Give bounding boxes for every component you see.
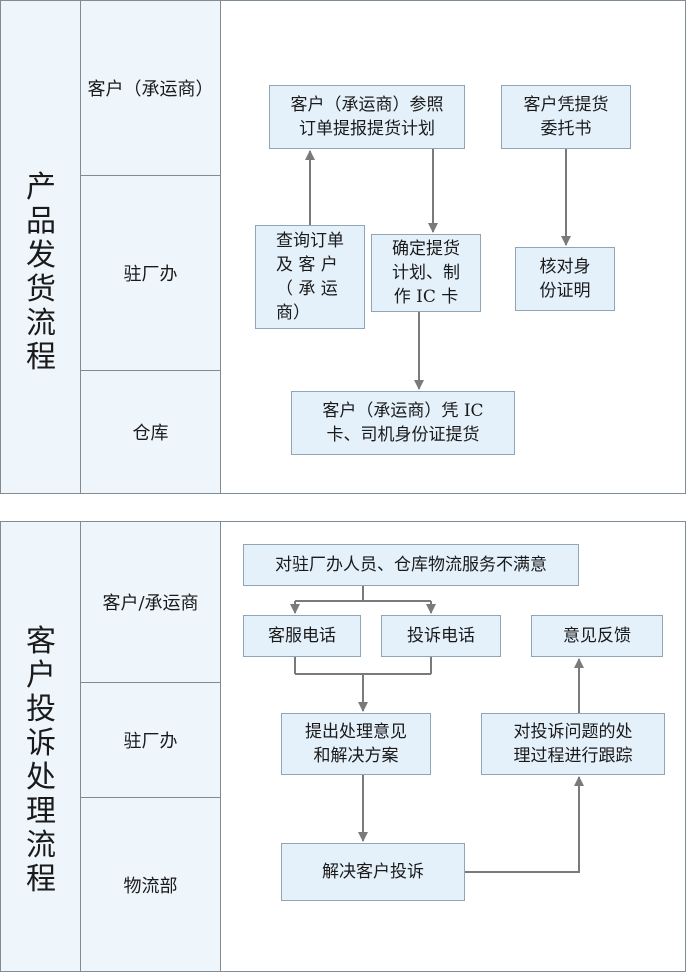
lane-label-column: 客户/承运商 驻厂办 物流部 (81, 522, 221, 971)
panel-title-char: 理 (26, 794, 56, 829)
panel-title-char: 流 (26, 828, 56, 863)
verify-identity-box: 核对身 份证明 (515, 247, 615, 311)
panel-title-char: 货 (26, 272, 56, 307)
panel-title-char: 客 (26, 624, 56, 659)
query-order-box: 查询订单 及 客 户 （ 承 运 商） (255, 225, 365, 329)
panel-title-column: 产品发货流程 (1, 1, 81, 493)
panel-title: 产品发货流程 (1, 171, 81, 375)
panel-title-char: 品 (26, 204, 56, 239)
panel-title-char: 流 (26, 306, 56, 341)
delivery-process-panel: 产品发货流程 客户（承运商） 驻厂办 仓库 客户（承运商）参照 订单提报提货计划… (0, 0, 686, 494)
lane-label-customer: 客户/承运商 (102, 593, 199, 614)
complaint-hotline-box: 投诉电话 (381, 615, 501, 657)
panel-title-column: 客户投诉处理流程 (1, 522, 81, 971)
panel-title-char: 户 (26, 658, 56, 693)
feedback-box: 意见反馈 (531, 615, 663, 657)
panel-title-char: 程 (26, 862, 56, 897)
arrow-resolve-to-track (465, 776, 584, 873)
resolve-complaint-box: 解决客户投诉 (281, 843, 465, 901)
panel-title-char: 投 (26, 692, 56, 727)
panel-title-char: 程 (26, 340, 56, 375)
service-hotline-box: 客服电话 (243, 615, 361, 657)
lane-label-customer: 客户（承运商） (87, 79, 214, 100)
submit-pickup-plan-box: 客户（承运商）参照 订单提报提货计划 (269, 85, 465, 149)
panel-title-char: 处 (26, 760, 56, 795)
dissatisfied-box: 对驻厂办人员、仓库物流服务不满意 (243, 544, 579, 586)
panel-title: 客户投诉处理流程 (1, 625, 81, 897)
lane-label-logistics: 物流部 (81, 797, 220, 971)
propose-solution-box: 提出处理意见 和解决方案 (281, 713, 431, 775)
track-complaint-box: 对投诉问题的处 理过程进行跟踪 (481, 713, 665, 775)
panel-title-char: 诉 (26, 726, 56, 761)
complaint-process-panel: 客户投诉处理流程 客户/承运商 驻厂办 物流部 对驻厂办人员、仓库物流服务不满意… (0, 521, 686, 972)
panel-title-char: 发 (26, 238, 56, 273)
pickup-with-ic-card-box: 客户（承运商）凭 IC 卡、司机身份证提货 (291, 391, 515, 455)
lane-label-office: 驻厂办 (81, 175, 220, 370)
lane-label-office: 驻厂办 (81, 682, 220, 797)
lane-label-warehouse: 仓库 (81, 370, 220, 493)
pickup-authorization-box: 客户凭提货 委托书 (501, 85, 631, 149)
panel-title-char: 产 (26, 170, 56, 205)
lane-label-column: 客户（承运商） 驻厂办 仓库 (81, 1, 221, 493)
make-ic-card-box: 确定提货 计划、制 作 IC 卡 (371, 234, 481, 312)
